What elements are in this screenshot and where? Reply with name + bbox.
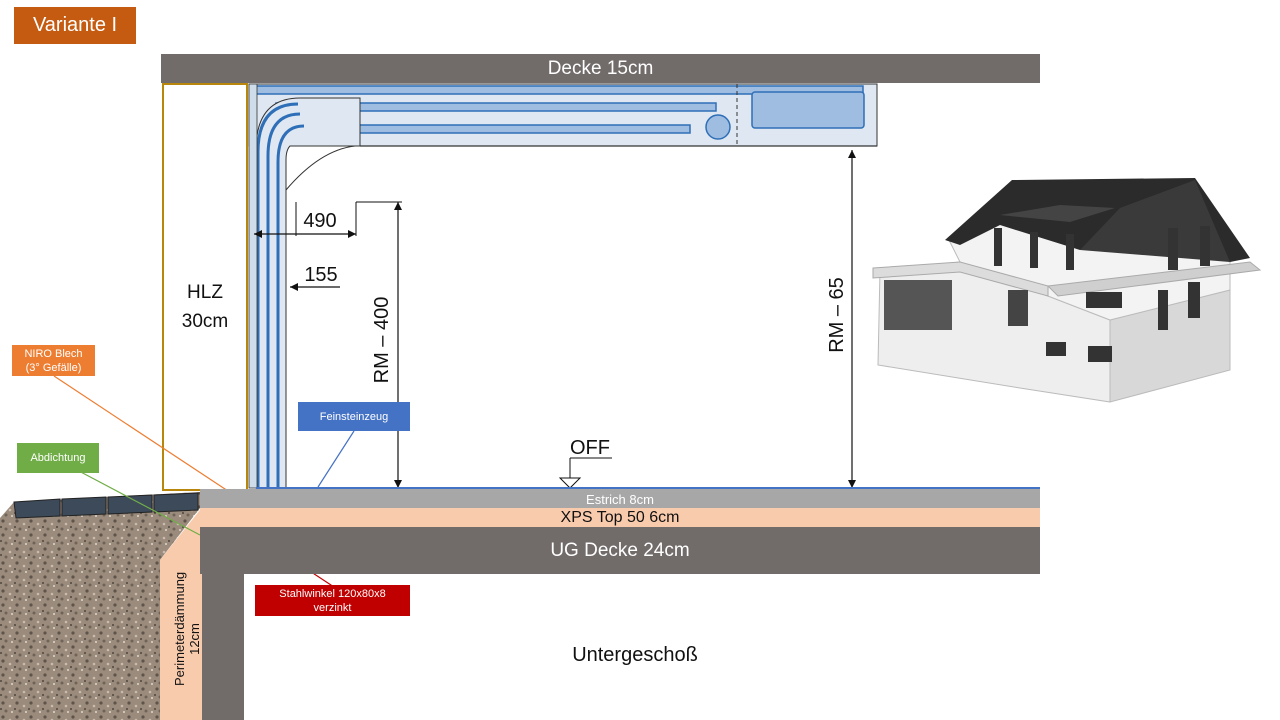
dim-490-label: 490 <box>303 210 336 232</box>
basement-label: Untergeschoß <box>572 644 698 666</box>
niro-callout-line2: (3° Gefälle) <box>25 361 82 374</box>
paving-stones <box>13 492 199 519</box>
off-label: OFF <box>570 437 610 459</box>
xps-layer: XPS Top 50 6cm <box>200 508 1040 527</box>
perimeter-line1: Perimeterdämmung <box>172 571 187 686</box>
hlz-line2: 30cm <box>181 311 229 332</box>
niro-callout: NIRO Blech (3° Gefälle) <box>12 345 95 376</box>
ceiling-slab: Decke 15cm <box>161 54 1040 83</box>
perimeter-line2: 12cm <box>187 623 202 655</box>
estrich-layer: Estrich 8cm <box>200 489 1040 508</box>
hlz-line1: HLZ <box>187 282 223 303</box>
abdichtung-callout: Abdichtung <box>17 443 99 473</box>
hlz-wall <box>162 83 248 491</box>
house-illustration <box>872 178 1262 403</box>
soil-fill <box>0 492 200 720</box>
stahl-callout-line1: Stahlwinkel 120x80x8 <box>279 587 386 600</box>
niro-leader <box>53 375 229 492</box>
niro-callout-line1: NIRO Blech <box>24 347 83 360</box>
feinsteinzeug-callout: Feinsteinzeug <box>298 402 410 431</box>
stahlwinkel-callout: Stahlwinkel 120x80x8 verzinkt <box>255 585 410 616</box>
dim-155-label: 155 <box>304 264 337 286</box>
perimeter-insulation-label: Perimeterdämmung 12cm <box>172 571 202 686</box>
hlz-wall-label: HLZ 30cm <box>163 278 247 336</box>
dim-rm65-label: RM – 65 <box>826 277 848 353</box>
abdichtung-leader <box>59 460 201 536</box>
dim-rm400-label: RM – 400 <box>371 297 393 384</box>
variant-badge: Variante I <box>14 7 136 44</box>
ug-ceiling-slab: UG Decke 24cm <box>200 527 1040 574</box>
feinsteinzeug-leader <box>317 430 355 488</box>
garage-door-drawing <box>248 83 1040 489</box>
perimeter-insulation <box>160 510 204 720</box>
stahl-callout-line2: verzinkt <box>313 601 352 614</box>
